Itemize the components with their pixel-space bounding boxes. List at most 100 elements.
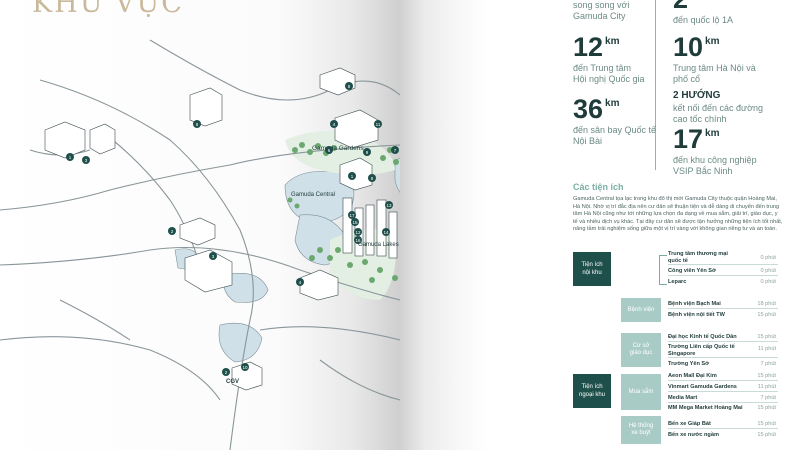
svg-text:6: 6 <box>328 148 331 153</box>
stat-conference-value: 12 <box>573 32 604 62</box>
amenity-row: Leparc 0 phút <box>668 278 778 287</box>
amenity-row: MM Mega Market Hoàng Mai 15 phút <box>668 404 778 413</box>
svg-text:16: 16 <box>355 238 361 243</box>
group-external: Tiện ích ngoại khu <box>573 374 611 408</box>
amenity-row: Trường Liên cấp Quốc tế Singapore 11 phú… <box>668 344 778 358</box>
label-cgv: CGV <box>226 379 239 385</box>
stat-hanoi-desc: Trung tâm Hà Nội và phố cổ <box>673 63 756 84</box>
amenity-row: Bệnh viện Bạch Mai 18 phút <box>668 300 778 309</box>
stat-conference-desc: đến Trung tâm Hội nghị Quốc gia <box>573 63 645 84</box>
svg-text:13: 13 <box>386 203 392 208</box>
amenities-title: Các tiện ích <box>573 182 624 192</box>
amenity-name: Đại học Kinh tế Quốc Dân <box>668 334 737 340</box>
stat-parallel-desc: song song với Gamuda City <box>573 0 630 21</box>
svg-text:15: 15 <box>352 220 358 225</box>
amenity-name: Bến xe Giáp Bát <box>668 421 711 427</box>
svg-text:1: 1 <box>69 155 72 160</box>
amenity-name: Vinmart Gamuda Gardens <box>668 384 737 390</box>
svg-text:8: 8 <box>196 122 199 127</box>
amenity-name: Bệnh viện nội tiết TW <box>668 312 725 318</box>
svg-text:9: 9 <box>366 150 369 155</box>
group-education: Cơ sở giáo dục <box>621 333 661 367</box>
amenity-row: Trung tâm thương mại quốc tế 0 phút <box>668 251 778 265</box>
amenity-name: Media Mart <box>668 395 698 401</box>
map-pin-icon: 8 <box>368 174 376 182</box>
svg-text:17: 17 <box>349 213 355 218</box>
amenity-row: Bệnh viện nội tiết TW 15 phút <box>668 311 778 320</box>
svg-text:3: 3 <box>85 158 88 163</box>
label-gamuda-gardens: Gamuda Gardens <box>312 145 364 152</box>
svg-text:8: 8 <box>348 84 351 89</box>
stat-vsip-desc: đến khu công nghiệp VSIP Bắc Ninh <box>673 155 757 176</box>
stat-airport-value: 36 <box>573 94 604 124</box>
map-pin-icon: 2 <box>222 368 230 376</box>
amenity-time: 0 phút <box>760 268 776 274</box>
amenity-name: Trường Yên Sở <box>668 361 710 367</box>
stat-parallel: song song với Gamuda City <box>573 0 629 22</box>
map-pins: 8118312345691874131216141517210 <box>66 82 399 376</box>
map-pin-icon: 1 <box>348 172 356 180</box>
amenity-row: Aeon Mall Đại Kim 15 phút <box>668 372 778 381</box>
amenity-time: 11 phút <box>757 346 776 352</box>
map-pin-icon: 4 <box>330 120 338 128</box>
amenity-name: Trường Liên cấp Quốc tế Singapore <box>668 344 735 357</box>
map-pin-icon: 12 <box>354 228 362 236</box>
map-pin-icon: 17 <box>348 211 356 219</box>
svg-text:8: 8 <box>371 176 374 181</box>
bracket-internal <box>659 255 667 285</box>
amenity-name: Leparc <box>668 279 687 285</box>
amenity-time: 18 phút <box>757 301 776 307</box>
stat-highway-desc: đến quốc lộ 1A <box>673 15 734 25</box>
amenity-name: Trung tâm thương mại quốc tế <box>668 251 728 264</box>
map-pin-icon: 7 <box>391 146 399 154</box>
amenity-name: Aeon Mall Đại Kim <box>668 373 717 379</box>
amenity-row: Bến xe nước ngầm 15 phút <box>668 431 778 440</box>
amenity-name: Bến xe nước ngầm <box>668 432 719 438</box>
svg-text:3: 3 <box>212 254 215 259</box>
amenity-row: Media Mart 7 phút <box>668 394 778 403</box>
map-pin-icon: 10 <box>241 363 249 371</box>
map-pin-icon: 16 <box>354 236 362 244</box>
amenity-name: Công viên Yên Sở <box>668 268 717 274</box>
map-pin-icon: 15 <box>351 218 359 226</box>
group-transport: Hệ thống xe buýt <box>621 416 661 444</box>
svg-text:10: 10 <box>242 365 248 370</box>
map-pin-icon: 8 <box>345 82 353 90</box>
page-title: KHU VỰC <box>32 0 184 19</box>
stats-divider <box>655 0 656 170</box>
stat-conference-unit: km <box>605 36 620 47</box>
stat-vsip-value: 17 <box>673 124 704 154</box>
map-pin-icon: 14 <box>382 228 390 236</box>
svg-text:4: 4 <box>299 280 302 285</box>
amenity-time: 15 phút <box>757 432 776 438</box>
map-pin-icon: 13 <box>385 201 393 209</box>
stat-vsip-unit: km <box>705 128 720 139</box>
svg-text:1: 1 <box>351 174 354 179</box>
amenity-time: 15 phút <box>757 421 776 427</box>
amenity-time: 15 phút <box>757 405 776 411</box>
map-pin-icon: 6 <box>325 146 333 154</box>
stat-highway: 2 đến quốc lộ 1A <box>673 0 733 26</box>
label-gamuda-lakes: Gamuda Lakes <box>358 242 399 248</box>
amenity-row: Bến xe Giáp Bát 15 phút <box>668 420 778 429</box>
svg-text:4: 4 <box>333 122 336 127</box>
amenity-time: 15 phút <box>757 334 776 340</box>
map-page: KHU VỰC <box>0 0 400 450</box>
amenities-body: Gamuda Central tọa lạc trong khu đô thị … <box>573 196 783 233</box>
map-pin-icon: 11 <box>374 120 382 128</box>
stat-directions: 2 HƯỚNG kết nối đến các đường cao tốc ch… <box>673 90 763 125</box>
svg-text:12: 12 <box>355 230 361 235</box>
svg-text:14: 14 <box>383 230 389 235</box>
svg-text:11: 11 <box>376 122 381 127</box>
stat-hanoi-unit: km <box>705 36 720 47</box>
group-internal: Tiện ích nội khu <box>573 252 611 286</box>
lake-south <box>223 273 269 303</box>
map-pin-icon: 1 <box>66 153 74 161</box>
stat-airport-unit: km <box>605 98 620 109</box>
amenity-name: MM Mega Market Hoàng Mai <box>668 405 743 411</box>
amenity-name: Bệnh viện Bạch Mai <box>668 301 721 307</box>
amenity-row: Đại học Kinh tế Quốc Dân 15 phút <box>668 333 778 342</box>
